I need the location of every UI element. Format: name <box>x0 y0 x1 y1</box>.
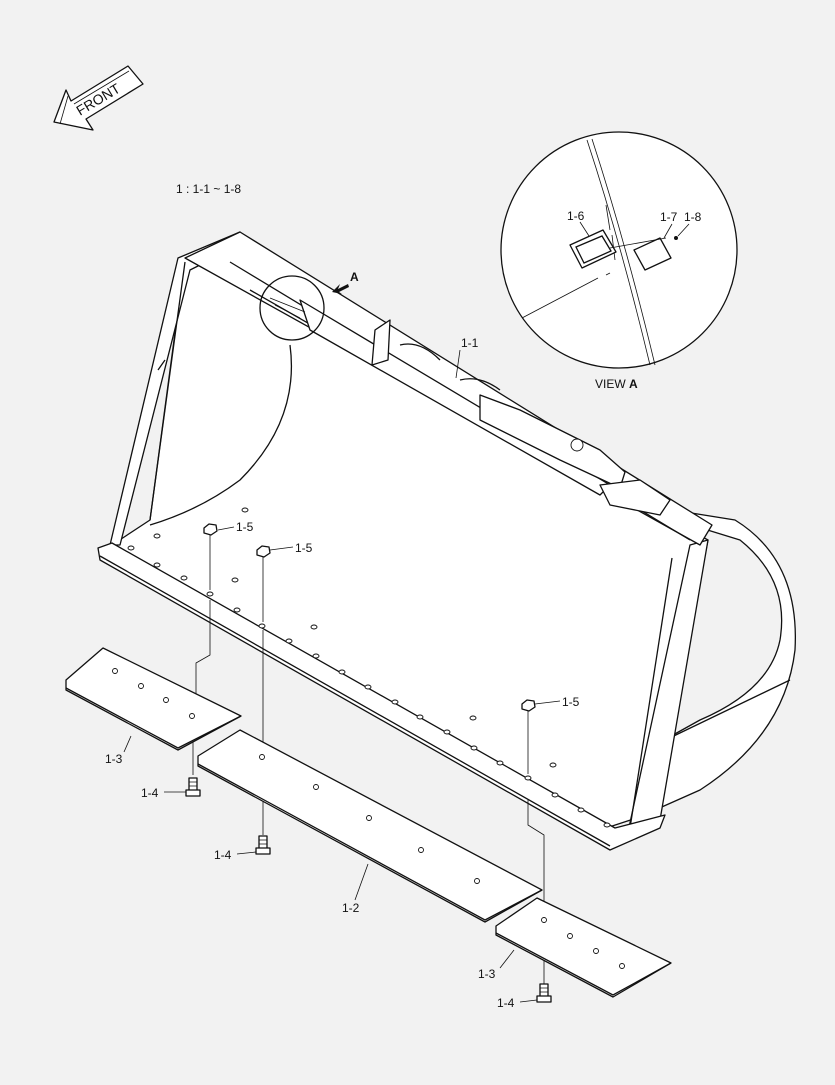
callout-1-4-a: 1-4 <box>141 786 159 800</box>
nut-1-5-c <box>521 699 561 774</box>
view-a-arrow: A <box>332 270 359 294</box>
leader-lines <box>123 349 515 969</box>
view-a-caption-letter: A <box>629 377 638 391</box>
view-a-caption: VIEW A <box>595 377 638 391</box>
callout-1-3-a: 1-3 <box>105 752 123 766</box>
callout-1-1: 1-1 <box>461 336 479 350</box>
callout-1-5-b: 1-5 <box>295 541 313 555</box>
edge-plate-1-3-right <box>495 897 672 998</box>
callout-1-5-c: 1-5 <box>562 695 580 709</box>
callout-1-4-c: 1-4 <box>497 996 515 1010</box>
edge-plate-1-3-left <box>65 647 242 751</box>
front-direction-arrow: FRONT <box>53 65 144 131</box>
callout-1-5-a: 1-5 <box>236 520 254 534</box>
view-a-arrow-label: A <box>350 270 359 284</box>
bolt-1-4-a <box>164 777 201 797</box>
callout-1-3-b: 1-3 <box>478 967 496 981</box>
bolt-1-4-b <box>236 835 271 855</box>
callout-1-7: 1-7 <box>660 210 678 224</box>
callout-1-6: 1-6 <box>567 209 585 223</box>
nut-1-5-a <box>203 523 235 590</box>
bolt-1-4-c <box>519 983 552 1003</box>
edge-plate-1-2 <box>197 729 543 923</box>
callout-1-8: 1-8 <box>684 210 702 224</box>
legend-text: 1 : 1-1 ~ 1-8 <box>176 182 241 196</box>
view-a-detail <box>500 131 738 369</box>
base-plate-holes <box>127 507 611 828</box>
nut-1-5-b <box>256 545 294 622</box>
detail-circle-a <box>259 275 325 341</box>
view-a-caption-prefix: VIEW <box>595 377 629 391</box>
callout-labels: 1-1 1-5 1-5 1-5 1-3 1-4 1-4 1-2 1-3 1-4 … <box>105 209 702 1010</box>
callout-1-2: 1-2 <box>342 901 360 915</box>
callout-1-4-b: 1-4 <box>214 848 232 862</box>
bucket-body <box>97 231 797 851</box>
